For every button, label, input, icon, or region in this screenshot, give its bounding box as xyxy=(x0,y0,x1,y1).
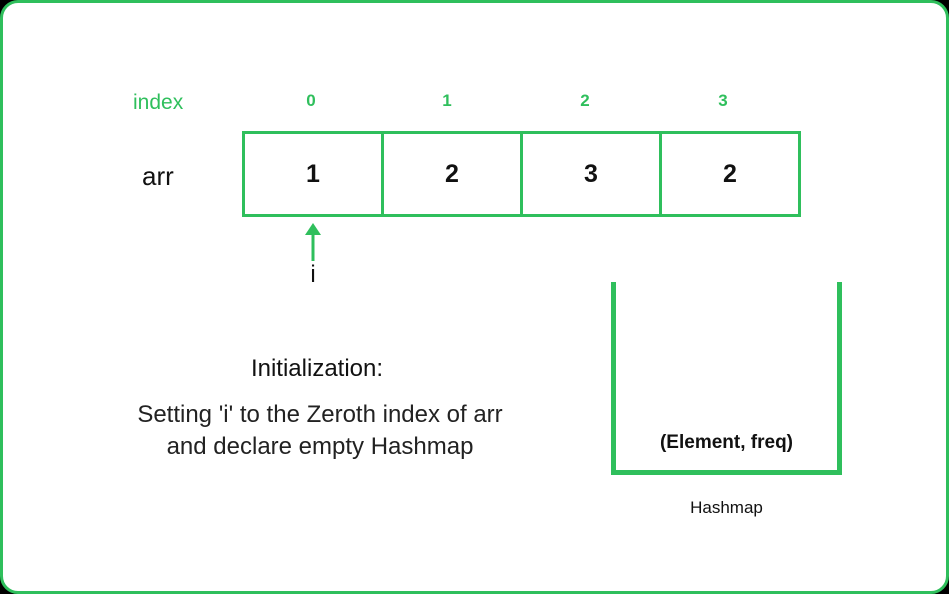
array-cells: 1 2 3 2 xyxy=(242,131,801,217)
index-label: index xyxy=(133,91,184,114)
initialization-description: Setting 'i' to the Zeroth index of arr a… xyxy=(3,399,637,463)
hashmap-caption: Hashmap xyxy=(690,498,763,517)
hashmap-container: (Element, freq) xyxy=(611,282,842,475)
array-cell-0: 1 xyxy=(242,131,384,217)
index-number-3: 3 xyxy=(718,91,728,110)
hashmap-content: (Element, freq) xyxy=(659,432,794,453)
pointer-arrow-icon xyxy=(305,223,321,261)
array-cell-2: 3 xyxy=(520,131,662,217)
index-number-0: 0 xyxy=(306,91,316,110)
pointer-label: i xyxy=(310,261,316,288)
initialization-description-line-2: and declare empty Hashmap xyxy=(166,433,474,460)
initialization-description-line-1: Setting 'i' to the Zeroth index of arr xyxy=(137,401,503,428)
index-number-1: 1 xyxy=(442,91,452,110)
index-number-2: 2 xyxy=(580,91,590,110)
initialization-title: Initialization: xyxy=(250,355,384,382)
array-cell-1: 2 xyxy=(381,131,523,217)
array-cell-3: 2 xyxy=(659,131,801,217)
array-label: arr xyxy=(142,161,174,191)
